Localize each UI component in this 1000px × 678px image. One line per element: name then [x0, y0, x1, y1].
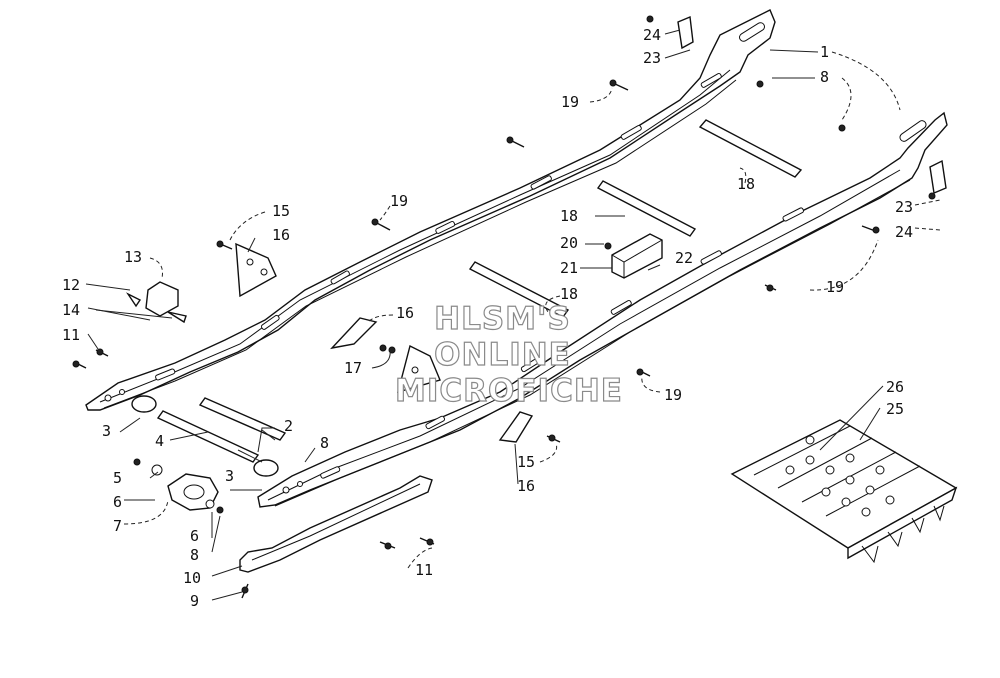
callout-3: 3	[102, 422, 111, 440]
callout-2: 2	[284, 417, 293, 435]
watermark-line-2: ONLINE	[434, 337, 571, 373]
callout-24: 24	[643, 26, 661, 44]
callout-15: 15	[517, 453, 535, 471]
stop-block	[604, 233, 663, 279]
callout-16: 16	[517, 477, 535, 495]
callout-7: 7	[113, 517, 122, 535]
left-slide-rail	[85, 9, 776, 411]
callout-23: 23	[643, 49, 661, 67]
callout-23: 23	[895, 198, 913, 216]
callout-18: 18	[737, 175, 755, 193]
callout-17: 17	[344, 359, 362, 377]
callout-18: 18	[560, 207, 578, 225]
callout-22: 22	[675, 249, 693, 267]
cross-shaft-rear	[468, 119, 803, 318]
callout-8: 8	[190, 546, 199, 564]
callout-19: 19	[390, 192, 408, 210]
callout-12: 12	[62, 276, 80, 294]
callout-5: 5	[113, 469, 122, 487]
callout-21: 21	[560, 259, 578, 277]
callout-19: 19	[664, 386, 682, 404]
leader-lines	[85, 29, 941, 601]
track-segment	[730, 419, 958, 564]
rear-bracket-parts	[646, 15, 947, 200]
callout-16: 16	[396, 304, 414, 322]
callout-14: 14	[62, 301, 80, 319]
callout-10: 10	[183, 569, 201, 587]
callout-20: 20	[560, 234, 578, 252]
idler-wheel	[133, 458, 224, 514]
callout-4: 4	[155, 432, 164, 450]
callout-24: 24	[895, 223, 913, 241]
callout-11: 11	[62, 326, 80, 344]
callout-16: 16	[272, 226, 290, 244]
callout-labels: 1 8 24 23 19 18 19 18 20 21 22 18 23 24 …	[62, 26, 913, 610]
front-axle-shafts	[131, 395, 287, 477]
callout-13: 13	[124, 248, 142, 266]
callout-19: 19	[561, 93, 579, 111]
watermark-line-1: HLSM'S	[434, 301, 571, 337]
callout-3: 3	[225, 467, 234, 485]
callout-8: 8	[320, 434, 329, 452]
callout-18: 18	[560, 285, 578, 303]
callout-11: 11	[415, 561, 433, 579]
right-slide-rail	[257, 111, 948, 508]
front-block	[125, 281, 187, 324]
callout-6: 6	[113, 493, 122, 511]
callout-1: 1	[820, 43, 829, 61]
watermark-line-3: MICROFICHE	[394, 373, 623, 409]
callout-25: 25	[886, 400, 904, 418]
callout-6: 6	[190, 527, 199, 545]
mid-brackets	[235, 242, 534, 443]
callout-15: 15	[272, 202, 290, 220]
wear-strip	[239, 475, 433, 573]
callout-9: 9	[190, 592, 199, 610]
callout-19: 19	[826, 278, 844, 296]
callout-26: 26	[886, 378, 904, 396]
callout-8: 8	[820, 68, 829, 86]
